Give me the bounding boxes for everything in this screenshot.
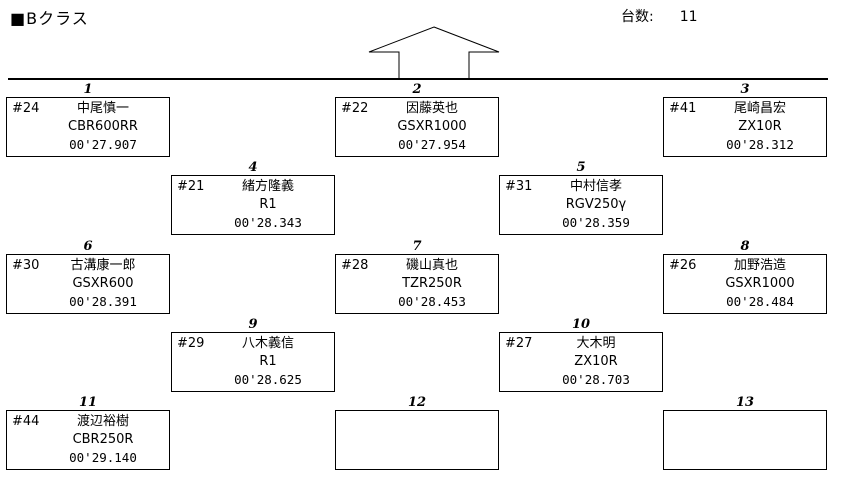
entry-box: #21 緒方隆義 R1 00'28.343 [171,175,335,235]
grid-position: 5 [576,160,586,175]
car-number: #28 [341,258,369,273]
entry-box: #26 加野浩造 GSXR1000 00'28.484 [663,254,827,314]
grid-start-line [8,78,828,80]
lap-time: 00'29.140 [69,450,137,465]
car-number: #41 [669,101,697,116]
machine-name: GSXR1000 [397,119,467,134]
entry-box-empty [663,410,827,470]
machine-name: R1 [259,354,277,369]
grid-position: 6 [83,239,93,254]
entry-count: 台数: 11 [621,6,698,26]
car-number: #31 [505,179,533,194]
entry-box: #41 尾崎昌宏 ZX10R 00'28.312 [663,97,827,157]
lap-time: 00'28.343 [234,215,302,230]
rider-name: 八木義信 [241,336,294,351]
car-number: #29 [177,336,205,351]
rider-name: 大木明 [576,336,616,351]
grid-position: 12 [407,395,427,410]
car-number: #21 [177,179,205,194]
car-number: #44 [12,414,40,429]
entry-box: #28 磯山真也 TZR250R 00'28.453 [335,254,499,314]
car-number: #26 [669,258,697,273]
car-number: #24 [12,101,40,116]
machine-name: TZR250R [402,276,462,291]
class-title: ■Bクラス [10,9,89,28]
entry-box: #24 中尾慎一 CBR600RR 00'27.907 [6,97,170,157]
entry-box-empty [335,410,499,470]
grid-position: 4 [248,160,258,175]
grid-position: 9 [248,317,258,332]
lap-time: 00'28.703 [562,372,630,387]
grid-position: 10 [571,317,591,332]
entry-box: #22 因藤英也 GSXR1000 00'27.954 [335,97,499,157]
rider-name: 尾崎昌宏 [733,101,786,116]
rider-name: 中尾慎一 [76,101,129,116]
rider-name: 緒方隆義 [241,179,294,194]
lap-time: 00'27.954 [398,137,466,152]
lap-time: 00'28.453 [398,294,466,309]
machine-name: CBR600RR [68,119,138,134]
lap-time: 00'28.359 [562,215,630,230]
machine-name: ZX10R [574,354,618,369]
entry-box: #44 渡辺裕樹 CBR250R 00'29.140 [6,410,170,470]
lap-time: 00'27.907 [69,137,137,152]
lap-time: 00'28.625 [234,372,302,387]
car-number: #30 [12,258,40,273]
car-number: #22 [341,101,369,116]
rider-name: 因藤英也 [405,101,458,116]
entry-box: #29 八木義信 R1 00'28.625 [171,332,335,392]
machine-name: CBR250R [72,432,134,447]
entry-box: #31 中村信孝 RGV250γ 00'28.359 [499,175,663,235]
lap-time: 00'28.484 [726,294,794,309]
entry-box: #27 大木明 ZX10R 00'28.703 [499,332,663,392]
grid-position: 3 [740,82,750,97]
rider-name: 渡辺裕樹 [76,414,129,429]
grid-position: 1 [83,82,93,97]
car-number: #27 [505,336,533,351]
lap-time: 00'28.312 [726,137,794,152]
grid-position: 2 [412,82,422,97]
machine-name: GSXR1000 [725,276,795,291]
rider-name: 磯山真也 [405,258,458,273]
grid-position: 13 [735,395,755,410]
machine-name: R1 [259,197,277,212]
rider-name: 古溝康一郎 [70,258,136,273]
entry-count-label: 台数: [621,9,654,25]
grid-position: 11 [78,395,98,410]
machine-name: GSXR600 [72,276,134,291]
entry-count-value: 11 [679,9,698,25]
up-arrow-icon [368,26,500,80]
entry-box: #30 古溝康一郎 GSXR600 00'28.391 [6,254,170,314]
grid-position: 7 [412,239,422,254]
rider-name: 中村信孝 [569,179,622,194]
machine-name: ZX10R [738,119,782,134]
machine-name: RGV250γ [565,197,627,212]
rider-name: 加野浩造 [733,258,786,273]
lap-time: 00'28.391 [69,294,137,309]
grid-position: 8 [740,239,750,254]
